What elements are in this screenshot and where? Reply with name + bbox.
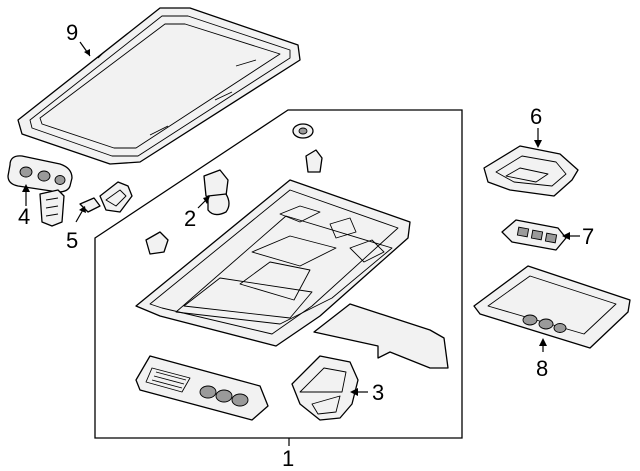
callout-4: 4: [18, 204, 30, 229]
bulb-part: [203, 169, 230, 216]
clip-part: [79, 181, 133, 213]
retainer-clip-part: [305, 149, 323, 173]
grommet-part: [292, 123, 314, 139]
switch-housing-part: [7, 155, 73, 227]
switch-module-part: [501, 219, 567, 251]
lens-part: [313, 303, 449, 369]
callout-1: 1: [282, 446, 294, 471]
callout-2: 2: [184, 206, 196, 231]
mounting-bracket-part: [483, 145, 579, 197]
callout-3: 3: [372, 380, 384, 405]
sunroof-frame-part: [17, 7, 301, 165]
leader-lines: [22, 41, 580, 396]
callout-5: 5: [66, 228, 78, 253]
callout-8: 8: [536, 356, 548, 381]
callout-9: 9: [66, 20, 78, 45]
callout-6: 6: [530, 104, 542, 129]
assembly-frame: [94, 109, 463, 446]
small-lamp-part: [145, 231, 169, 255]
overhead-console-part: [135, 179, 411, 347]
bracket-part: [291, 355, 359, 421]
callout-7: 7: [582, 224, 594, 249]
switch-panel-part: [135, 355, 269, 421]
storage-cover-part: [473, 265, 631, 349]
callout-labels: 1 2 3 4 5 6 7 8 9: [18, 20, 594, 471]
